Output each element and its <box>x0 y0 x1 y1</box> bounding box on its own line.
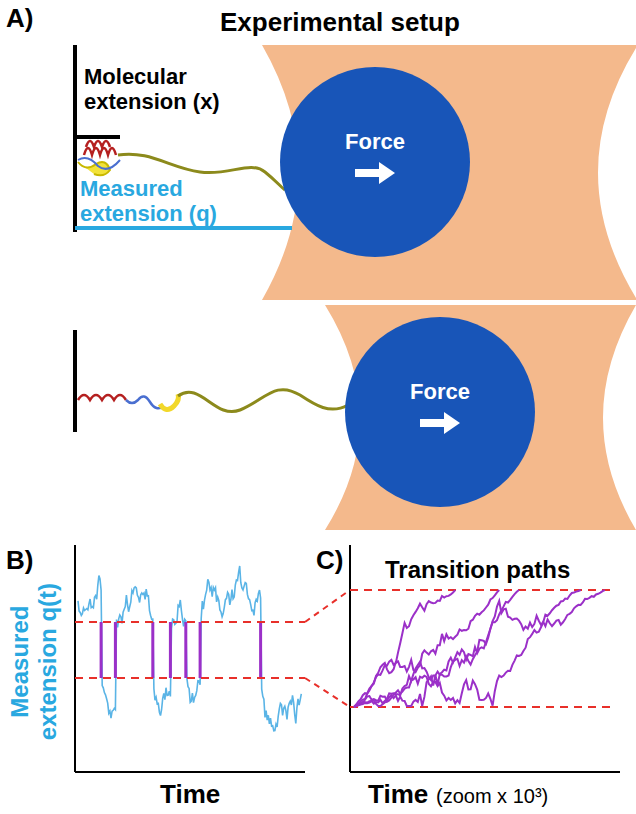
panel-letter: A) <box>6 4 33 34</box>
force-label: Force <box>345 129 405 155</box>
measured-extension-bar <box>75 226 292 230</box>
optical-trap <box>325 305 636 530</box>
axis-label: Time <box>368 780 428 810</box>
panel-heading: Transition paths <box>385 556 570 584</box>
unfolded-helix <box>78 395 126 400</box>
zoom-line <box>305 678 350 707</box>
x-axis <box>350 771 620 773</box>
axis-label: Time <box>160 780 220 810</box>
panel-letter: C) <box>316 546 343 576</box>
axis-label: Measured extension q(t) <box>6 577 61 747</box>
transition-segment <box>199 622 202 678</box>
force-arrow <box>353 161 397 185</box>
folded-helix <box>86 141 110 147</box>
protein-loop <box>78 158 120 169</box>
panel-letter: B) <box>6 546 33 576</box>
optical-trap <box>262 45 636 300</box>
molecular-extension-bar <box>75 135 120 139</box>
molecular-extension-label: Molecular extension (x) <box>84 64 234 115</box>
threshold-line <box>350 706 612 708</box>
transition-segment <box>114 622 117 678</box>
unfolded-chain <box>126 396 164 408</box>
y-axis <box>74 545 76 772</box>
transition-segment <box>100 622 103 678</box>
y-axis <box>349 545 351 772</box>
threshold-line <box>350 589 612 591</box>
trapped-bead: Force <box>345 317 535 507</box>
threshold-line <box>75 677 305 679</box>
threshold-line <box>75 621 305 623</box>
force-label: Force <box>410 379 470 405</box>
x-axis <box>75 771 305 773</box>
transition-segment <box>184 622 187 678</box>
panel-title: Experimental setup <box>220 8 460 38</box>
extension-trace <box>78 566 301 731</box>
measured-extension-label: Measured extension (q) <box>80 176 230 227</box>
transition-path <box>354 590 605 707</box>
transition-segment <box>259 622 262 678</box>
transition-segment <box>151 622 154 678</box>
dna-handle <box>178 390 348 412</box>
zoom-line <box>305 590 350 622</box>
force-arrow <box>418 411 462 435</box>
trapped-bead: Force <box>280 67 470 257</box>
axis-note: (zoom x 10³) <box>436 785 548 808</box>
transition-path <box>354 590 581 707</box>
unfolded-strand <box>160 394 179 410</box>
surface-wall <box>73 330 77 432</box>
transition-segment <box>169 622 172 678</box>
folded-helix <box>84 148 116 155</box>
